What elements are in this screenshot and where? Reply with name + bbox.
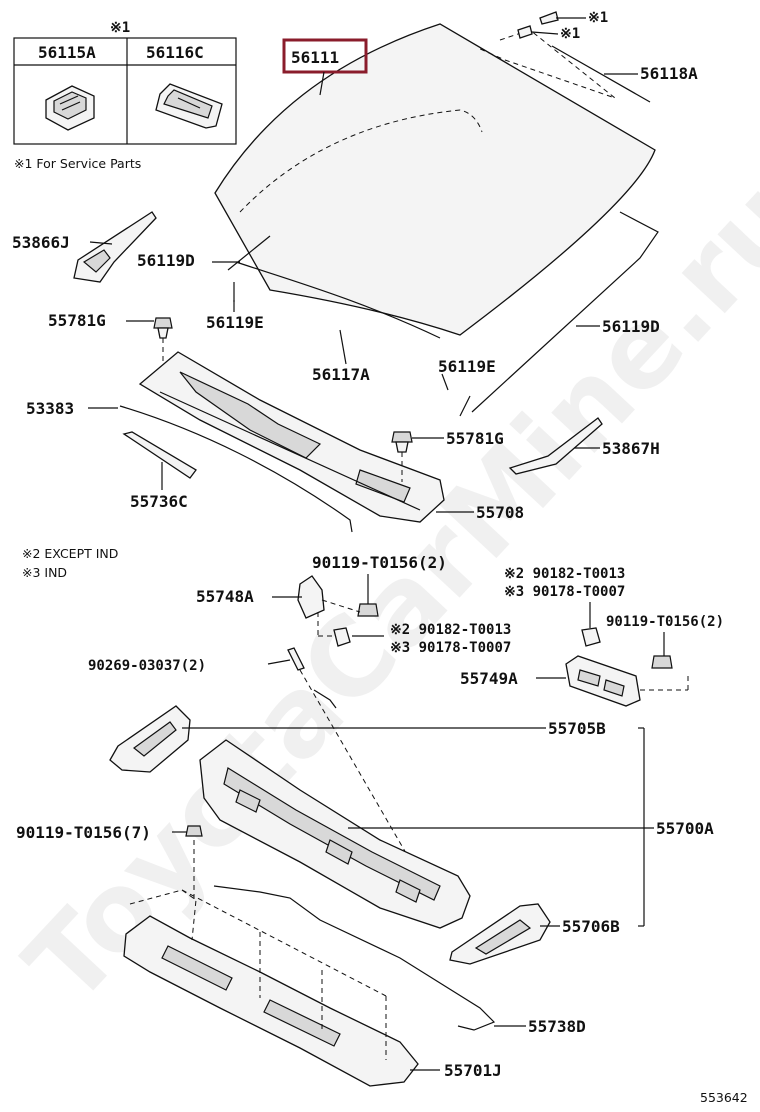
bracket-left-illustration — [297, 575, 361, 637]
label-55706b[interactable]: 55706B — [562, 917, 620, 936]
inset-frame — [13, 37, 237, 145]
label-55705b[interactable]: 55705B — [548, 719, 606, 738]
label-55708[interactable]: 55708 — [476, 503, 524, 522]
label-56119d-left[interactable]: 56119D — [137, 251, 195, 270]
louver-end-left-illustration — [73, 211, 157, 283]
label-55700a[interactable]: 55700A — [656, 819, 714, 838]
label-90119-t0156-lower[interactable]: 90119-T0156(7) — [16, 823, 151, 842]
label-53866j[interactable]: 53866J — [12, 233, 70, 252]
inset-marker: ※1 — [110, 20, 130, 36]
label-56119e-left[interactable]: 56119E — [206, 313, 264, 332]
label-90269-03037[interactable]: 90269-03037(2) — [88, 658, 206, 674]
bracket-right-illustration — [565, 655, 689, 707]
label-56117a[interactable]: 56117A — [312, 365, 370, 384]
highlight-box — [282, 38, 368, 74]
mark-1b: ※1 — [560, 26, 580, 42]
screw-illustration — [287, 647, 305, 671]
inset-footnote: ※1 For Service Parts — [14, 156, 141, 171]
clip-left-illustration — [153, 317, 173, 339]
inset-part-left[interactable]: 56115A — [38, 43, 96, 62]
louver-end-right-illustration — [508, 417, 603, 475]
label-55748a[interactable]: 55748A — [196, 587, 254, 606]
label-56119e-right[interactable]: 56119E — [438, 357, 496, 376]
bolt-right-illustration — [651, 655, 673, 669]
cowl-louver-illustration — [138, 351, 445, 523]
inset-service-parts: ※1 56115A 56116C ※1 For Service Parts — [13, 20, 237, 171]
label-56118a[interactable]: 56118A — [640, 64, 698, 83]
brace-right-illustration — [449, 903, 551, 965]
label-nut-right-3[interactable]: ※3 90178-T0007 — [504, 584, 625, 600]
service-mark-clips: ※1 ※1 — [517, 10, 608, 42]
clip-right-illustration — [391, 431, 413, 453]
label-56111[interactable]: 56111 — [291, 48, 339, 67]
label-53383[interactable]: 53383 — [26, 399, 74, 418]
note-ind: ※3 IND — [22, 565, 67, 580]
nut-left-illustration — [333, 627, 351, 647]
mark-1a: ※1 — [588, 10, 608, 26]
label-90119-t0156-upper[interactable]: 90119-T0156(2) — [312, 553, 447, 572]
label-90119-t0156-right[interactable]: 90119-T0156(2) — [606, 614, 724, 630]
label-55781g-right[interactable]: 55781G — [446, 429, 504, 448]
label-55736c[interactable]: 55736C — [130, 492, 188, 511]
seal-strip-illustration — [122, 431, 197, 479]
label-53867h[interactable]: 53867H — [602, 439, 660, 458]
bolt-lower-illustration — [185, 825, 203, 837]
bolt-upper-illustration — [357, 603, 379, 617]
label-nut-left-3[interactable]: ※3 90178-T0007 — [390, 640, 511, 656]
illustration-code: 553642 — [700, 1090, 748, 1105]
label-55749a[interactable]: 55749A — [460, 669, 518, 688]
label-55738d[interactable]: 55738D — [528, 1017, 586, 1036]
cowl-lower-illustration — [123, 889, 419, 1087]
label-55701j[interactable]: 55701J — [444, 1061, 502, 1080]
inset-part-right[interactable]: 56116C — [146, 43, 204, 62]
clip-56116c-illustration — [155, 83, 223, 129]
cowl-panel-illustration — [199, 739, 471, 929]
brace-left-illustration — [109, 705, 191, 773]
label-nut-left-2[interactable]: ※2 90182-T0013 — [390, 622, 511, 638]
label-56119d-right[interactable]: 56119D — [602, 317, 660, 336]
clip-56115a-illustration — [45, 85, 95, 131]
label-55781g-left[interactable]: 55781G — [48, 311, 106, 330]
note-except-ind: ※2 EXCEPT IND — [22, 546, 118, 561]
nut-right-illustration — [581, 627, 601, 647]
label-nut-right-2[interactable]: ※2 90182-T0013 — [504, 566, 625, 582]
windshield-illustration — [214, 23, 656, 336]
